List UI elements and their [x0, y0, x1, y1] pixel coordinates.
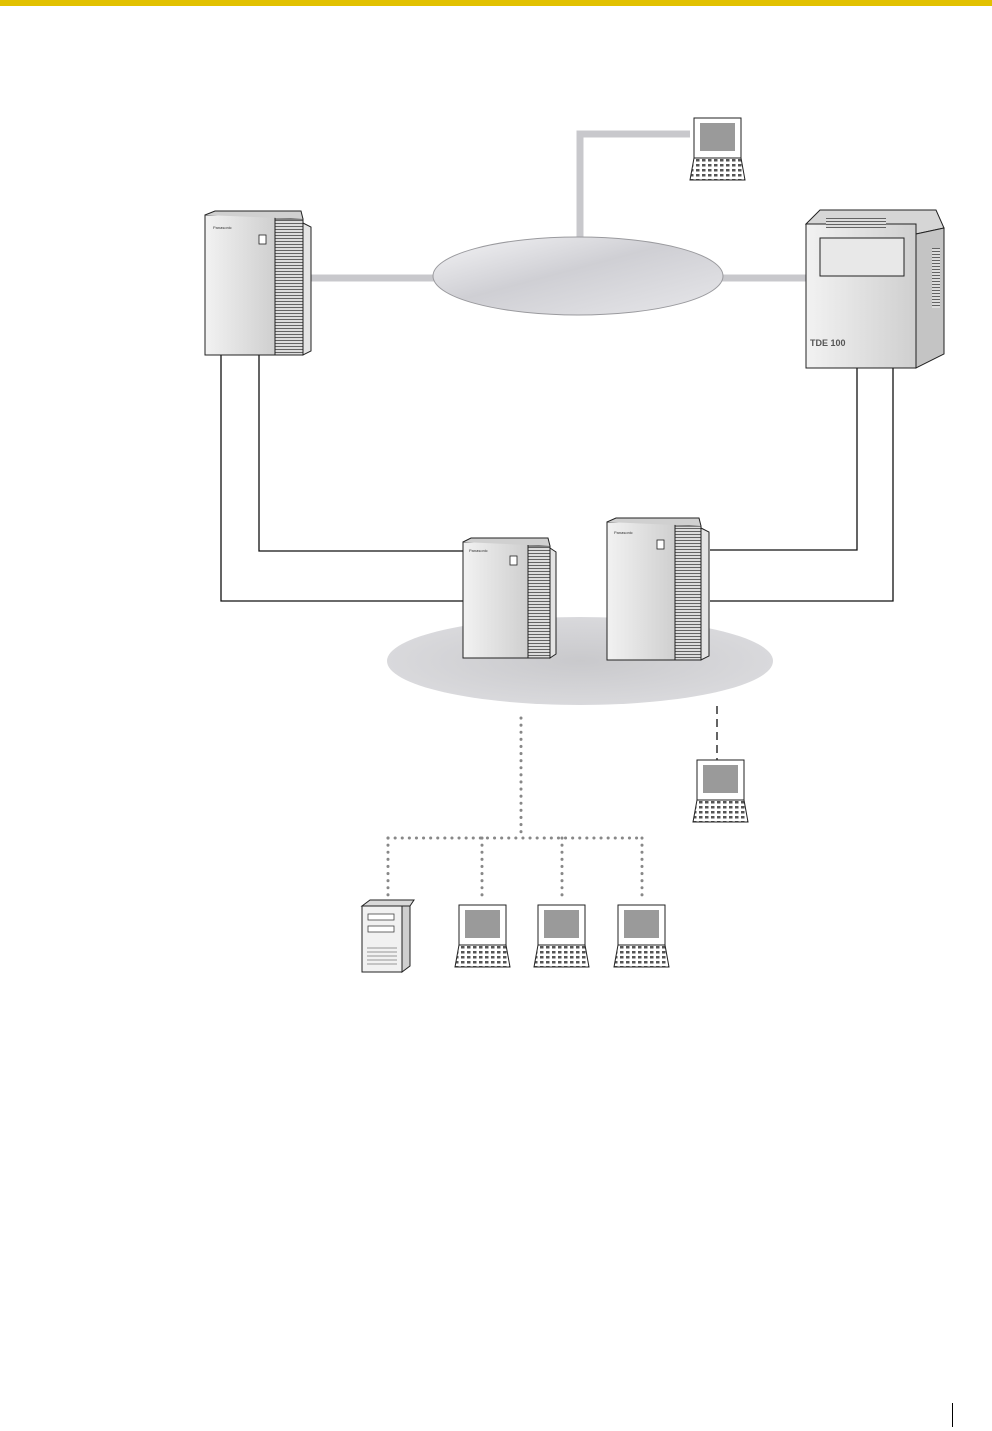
model-label: TDE 100 [810, 338, 846, 348]
brand-label: Panasonic [614, 530, 633, 535]
pbx-unit-icon: Panasonic [205, 211, 311, 355]
laptop-icon [614, 905, 669, 967]
site-area-ellipse [387, 617, 773, 705]
pbx-unit-icon: Panasonic [607, 518, 709, 660]
pbx-unit-icon: TDE 100 [806, 210, 944, 368]
laptop-icon [693, 760, 748, 822]
server-icon [362, 900, 414, 972]
brand-label: Panasonic [213, 225, 232, 230]
trunk-lines [221, 345, 893, 601]
laptop-icon [690, 118, 745, 180]
network-cloud-icon [433, 237, 723, 315]
page-corner-rule [952, 1403, 953, 1427]
laptop-icon [534, 905, 589, 967]
laptop-icon [455, 905, 510, 967]
brand-label: Panasonic [469, 548, 488, 553]
pbx-unit-icon: Panasonic [463, 538, 556, 658]
lan-dotted-links [388, 718, 642, 900]
